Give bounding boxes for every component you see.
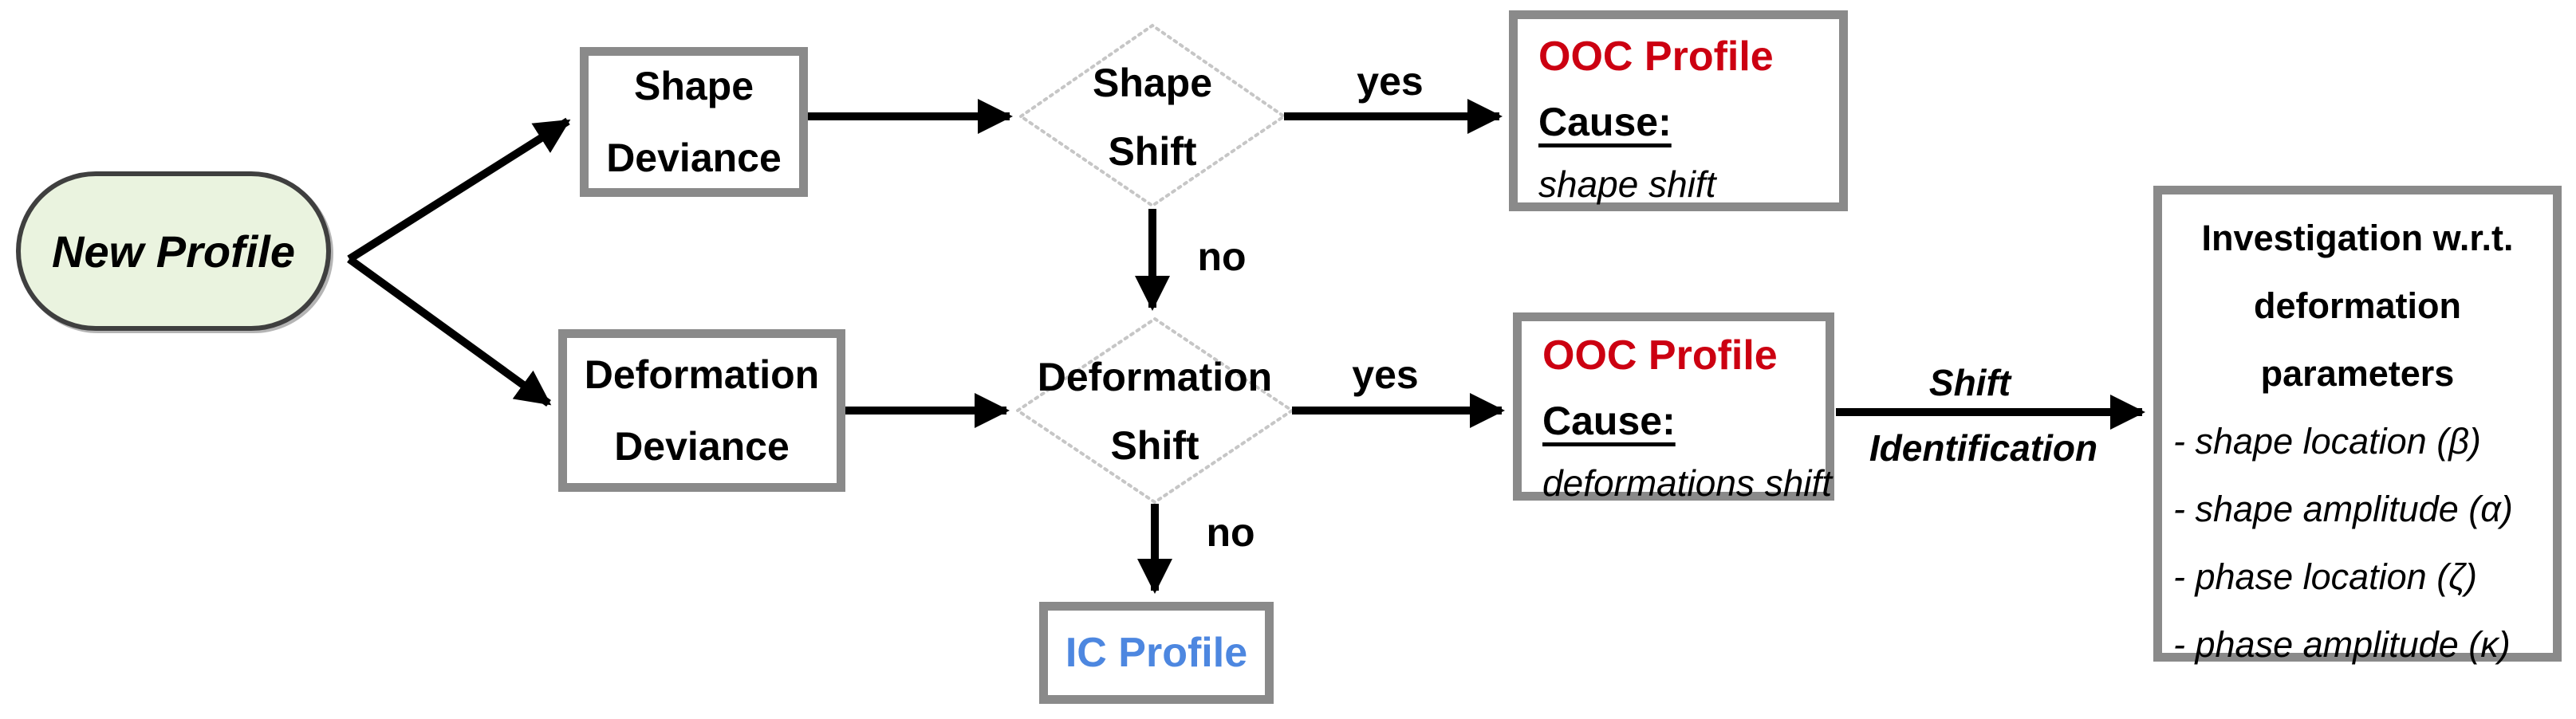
node-shape-deviance: Shape Deviance xyxy=(580,47,808,197)
deformation-deviance-line1: Deformation xyxy=(584,352,820,397)
arrow-start-to-shape-deviance xyxy=(347,117,571,263)
ooc-shape-cause-value: shape shift xyxy=(1538,163,1716,205)
label-identification: Identification xyxy=(1869,427,2098,469)
label-no-shape: no xyxy=(1197,234,1247,279)
investigation-item-shape-amplitude: - shape amplitude (α) xyxy=(2173,489,2513,529)
shape-deviance-line1: Shape xyxy=(633,64,754,108)
investigation-item-phase-location: - phase location (ζ) xyxy=(2173,556,2478,597)
ic-profile-label: IC Profile xyxy=(1065,630,1248,676)
investigation-line3: parameters xyxy=(2260,353,2455,394)
new-profile-label: New Profile xyxy=(52,226,295,277)
label-yes-shape: yes xyxy=(1357,59,1424,104)
ooc-deformation-cause-label: Cause: xyxy=(1542,399,1676,443)
investigation-line2: deformation xyxy=(2253,285,2461,326)
node-investigation: Investigation w.r.t. deformation paramet… xyxy=(2153,186,2562,665)
ooc-shape-title: OOC Profile xyxy=(1538,33,1774,80)
node-ooc-deformation: OOC Profile Cause: deformations shift xyxy=(1513,312,1834,504)
node-new-profile: New Profile xyxy=(16,171,331,331)
investigation-item-shape-location: - shape location (β) xyxy=(2173,421,2481,462)
label-no-deformation: no xyxy=(1206,510,1255,555)
label-shift: Shift xyxy=(1928,362,2011,403)
label-yes-deformation: yes xyxy=(1352,352,1419,397)
ooc-deformation-title: OOC Profile xyxy=(1542,332,1778,379)
ooc-shape-cause-label: Cause: xyxy=(1538,100,1672,144)
deformation-shift-diamond xyxy=(1014,316,1295,505)
deformation-deviance-line2: Deviance xyxy=(614,424,790,469)
shape-deviance-line2: Deviance xyxy=(606,136,782,180)
node-deformation-deviance: Deformation Deviance xyxy=(558,329,845,492)
shape-shift-diamond xyxy=(1018,23,1287,208)
ooc-deformation-cause-value: deformations shift xyxy=(1542,462,1833,504)
investigation-line1: Investigation w.r.t. xyxy=(2201,218,2514,258)
investigation-item-phase-amplitude: - phase amplitude (κ) xyxy=(2173,624,2511,665)
node-ooc-shape: OOC Profile Cause: shape shift xyxy=(1509,10,1848,211)
arrow-start-to-deformation-deviance xyxy=(347,255,552,407)
node-ic-profile: IC Profile xyxy=(1039,602,1274,704)
